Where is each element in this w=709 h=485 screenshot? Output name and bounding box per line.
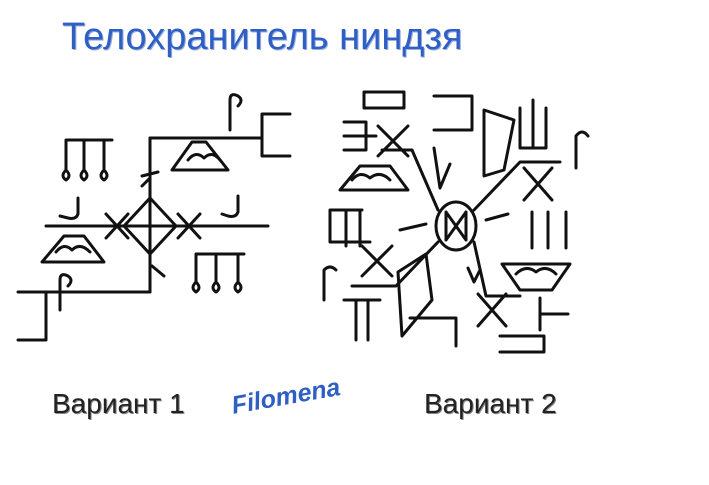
page-title: Телохранитель ниндзя [62,16,463,58]
variant-1-caption: Вариант 1 [52,388,185,419]
variant-2-caption: Вариант 2 [424,388,557,419]
